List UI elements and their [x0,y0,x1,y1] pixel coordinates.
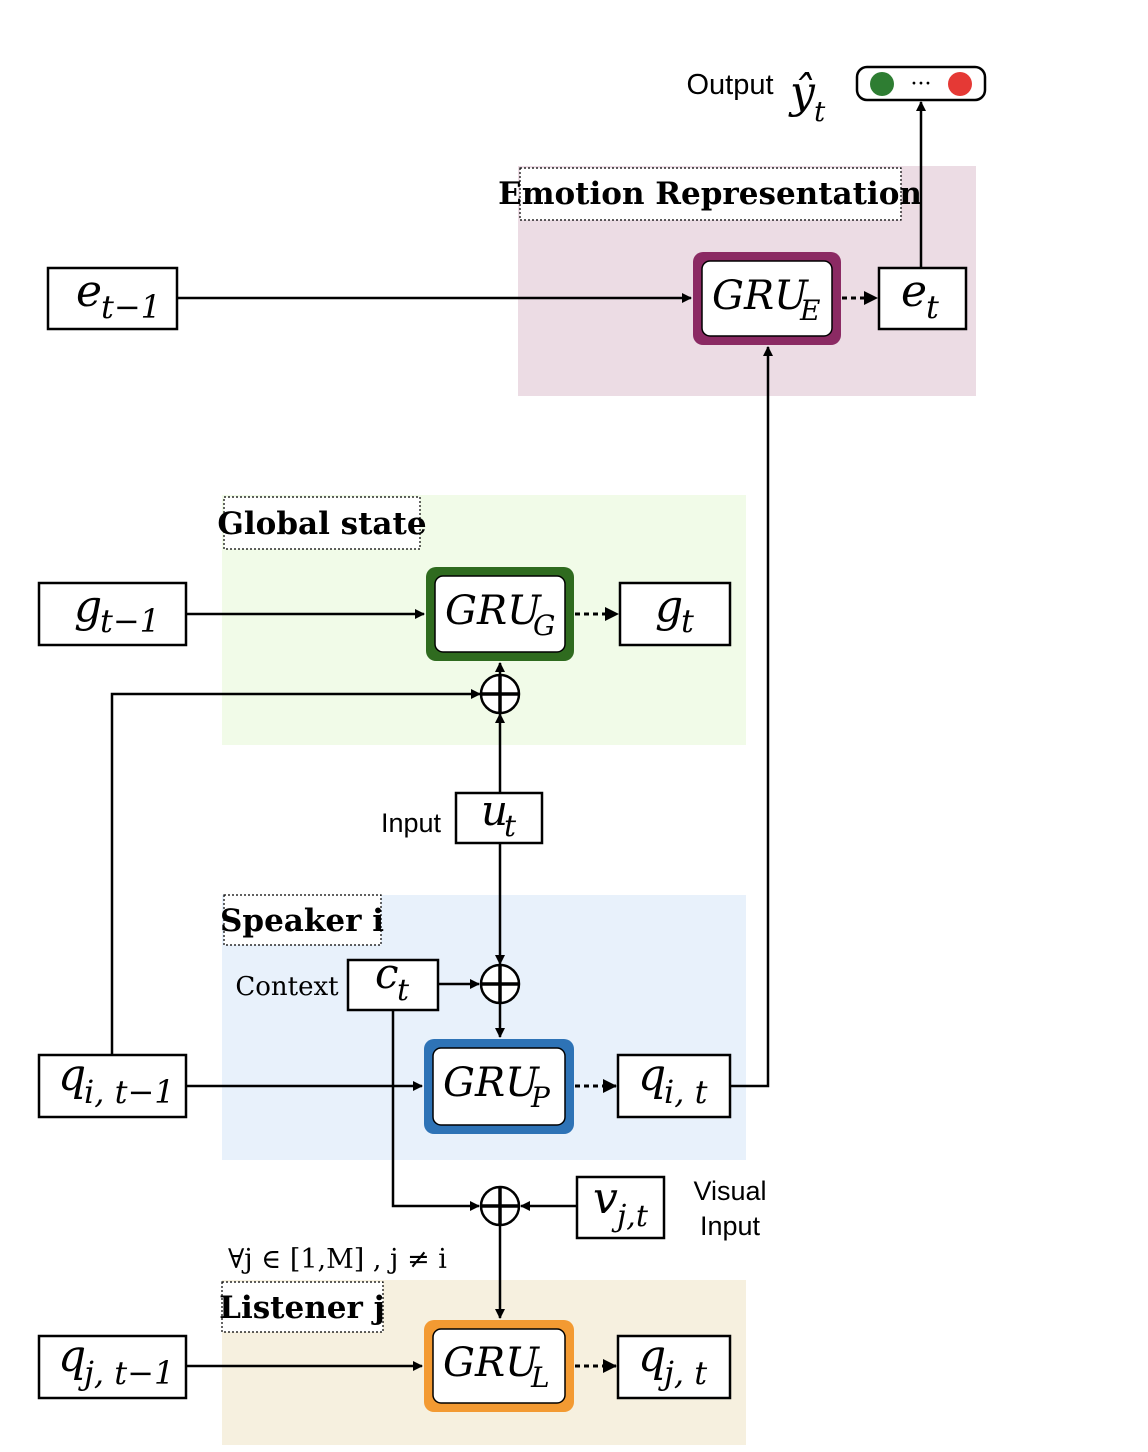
emotion-title-box [519,167,902,221]
global-region-title: Global state [217,506,426,542]
svg-text:v: v [593,1173,618,1224]
global-title-box [223,496,421,550]
svg-text:GRU: GRU [712,273,809,319]
svg-text:GRU: GRU [445,588,542,634]
g-prev-box: g t−1 [37,581,188,647]
svg-text:c: c [375,949,399,998]
qj-prev-box: q j, t−1 [37,1331,188,1400]
g-t-box: g t [618,581,732,647]
output-label: Output [686,69,773,101]
svg-text:t: t [926,288,939,326]
forall-condition: ∀j ∈ [1,M] , j ≠ i [228,1244,447,1275]
svg-text:P: P [530,1081,551,1114]
svg-text:q: q [638,1331,666,1382]
listener-title-box [221,1281,384,1333]
gru-g-block: GRU G [426,567,574,661]
arrow-qiprev-to-global-sum [110,689,481,1055]
visual-label-line1: Visual [693,1176,766,1206]
output-ellipsis: ··· [911,72,932,97]
output-symbol: ŷ t [788,67,826,128]
input-label: Input [381,808,442,838]
svg-text:j,t: j,t [611,1199,649,1234]
gru-e-block: GRU E [693,252,841,345]
svg-text:ŷ: ŷ [788,67,816,118]
visual-label-line2: Input [700,1211,761,1241]
e-t-box: e t [877,266,968,331]
listener-region-title: Listener j [219,1290,385,1326]
arrow-qit-to-gru-e [730,346,773,1088]
speaker-sum-icon [479,963,521,1005]
global-sum-icon [479,673,521,715]
gru-p-block: GRU P [424,1039,574,1134]
u-t-box: u t [454,786,544,845]
gru-l-block: GRU L [424,1320,574,1412]
svg-text:GRU: GRU [443,1060,540,1106]
output-dot-red [948,72,972,96]
svg-text:q: q [58,1331,86,1382]
listener-sum-icon [479,1185,521,1227]
svg-text:i, t: i, t [664,1073,708,1111]
svg-text:e: e [76,266,102,317]
svg-text:g: g [74,581,102,632]
context-label: Context [235,972,339,1002]
svg-text:t−1: t−1 [101,288,161,326]
svg-text:j, t: j, t [658,1354,707,1392]
svg-text:GRU: GRU [443,1340,540,1386]
speaker-region-title: Speaker i [220,903,384,939]
output-vector: ··· [855,65,987,102]
e-prev-box: e t−1 [46,266,179,331]
svg-text:G: G [533,609,555,642]
svg-text:t: t [681,602,694,640]
svg-text:E: E [799,294,820,327]
qj-t-box: q j, t [616,1331,732,1400]
speaker-title-box [223,894,382,946]
svg-text:t: t [814,95,826,128]
v-jt-box: v j,t [575,1173,666,1240]
svg-text:t: t [397,973,410,1008]
svg-text:L: L [530,1361,550,1394]
svg-text:t: t [504,809,517,844]
arrow-ct-to-listener-sum [391,1010,480,1211]
qi-t-box: q i, t [616,1050,732,1119]
svg-text:e: e [901,266,927,317]
svg-text:q: q [58,1050,86,1101]
svg-text:q: q [638,1050,666,1101]
svg-text:u: u [481,786,508,835]
qi-prev-box: q i, t−1 [37,1050,188,1119]
output-dot-green [870,72,894,96]
svg-text:g: g [655,581,683,632]
svg-text:t−1: t−1 [100,602,160,640]
svg-text:i, t−1: i, t−1 [84,1073,175,1111]
emotion-region-title: Emotion Representation [498,176,922,212]
svg-text:j, t−1: j, t−1 [78,1354,174,1392]
